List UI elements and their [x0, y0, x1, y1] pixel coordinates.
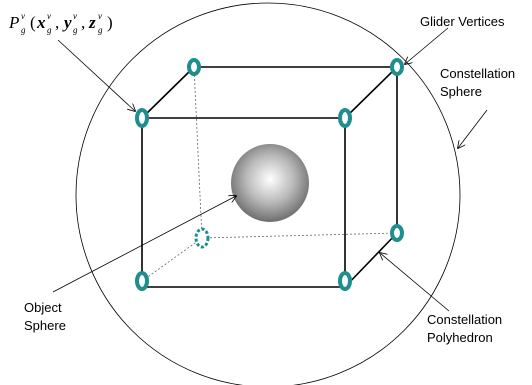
arrow-glider-vertices	[405, 27, 449, 64]
glider-vertex-back-bottom-right	[390, 224, 404, 242]
hidden-edge-bottom-back	[201, 232, 398, 239]
label-constellation-sphere-line2: Sphere	[440, 84, 482, 99]
glider-vertex-front-bottom-left	[135, 271, 149, 291]
edge-top-right	[344, 66, 398, 119]
edge-top-left	[141, 66, 195, 119]
arrow-constellation-sphere	[458, 109, 488, 148]
arrow-object-sphere	[52, 196, 236, 293]
formula-y-sub: g	[73, 25, 78, 35]
constellation-sphere	[75, 2, 461, 385]
hidden-edge-vertical	[193, 66, 203, 239]
glider-vertex-back-top-right	[390, 58, 404, 76]
formula-z-sup: v	[98, 11, 102, 21]
glider-vertex-back-top-left	[187, 58, 201, 76]
formula-x-sub: g	[47, 25, 52, 35]
label-glider-vertices: Glider Vertices	[420, 14, 505, 29]
formula-y-sup: v	[73, 11, 77, 21]
formula-x: x	[36, 13, 46, 32]
formula-y: y	[62, 13, 72, 32]
hidden-edge-bottom-left	[141, 237, 203, 282]
formula-symbol: P	[8, 13, 19, 32]
leader-arrows	[52, 27, 488, 312]
formula-x-sup: v	[47, 11, 51, 21]
vertex-formula: P v g ( x v g , y v g , z v g )	[8, 11, 113, 35]
formula-close-paren: )	[107, 13, 113, 32]
hidden-edges	[141, 66, 398, 282]
label-object-sphere-line1: Object	[24, 300, 62, 315]
glider-vertex-front-top-left	[135, 108, 149, 128]
formula-z-sub: g	[98, 25, 103, 35]
formula-open-paren: (	[30, 13, 36, 32]
glider-vertex-front-top-right	[338, 108, 352, 128]
formula-sup: v	[21, 11, 25, 21]
glider-vertex-back-bottom-left-hidden	[194, 227, 210, 249]
label-object-sphere-line2: Sphere	[24, 318, 66, 333]
object-sphere	[231, 144, 309, 222]
label-constellation-polyhedron-line2: Polyhedron	[427, 330, 493, 345]
formula-comma-1: ,	[55, 13, 59, 32]
arrow-constellation-polyhedron	[380, 253, 450, 312]
formula-comma-2: ,	[81, 13, 85, 32]
label-constellation-sphere-line1: Constellation	[440, 66, 515, 81]
edge-bottom-right	[344, 232, 398, 288]
label-constellation-polyhedron-line1: Constellation	[427, 312, 502, 327]
arrow-formula-to-vertex	[57, 39, 135, 111]
formula-sub: g	[21, 25, 26, 35]
formula-z: z	[88, 13, 96, 32]
glider-vertex-front-bottom-right	[338, 271, 352, 291]
visible-edges	[141, 66, 398, 288]
glider-vertices	[135, 58, 404, 291]
